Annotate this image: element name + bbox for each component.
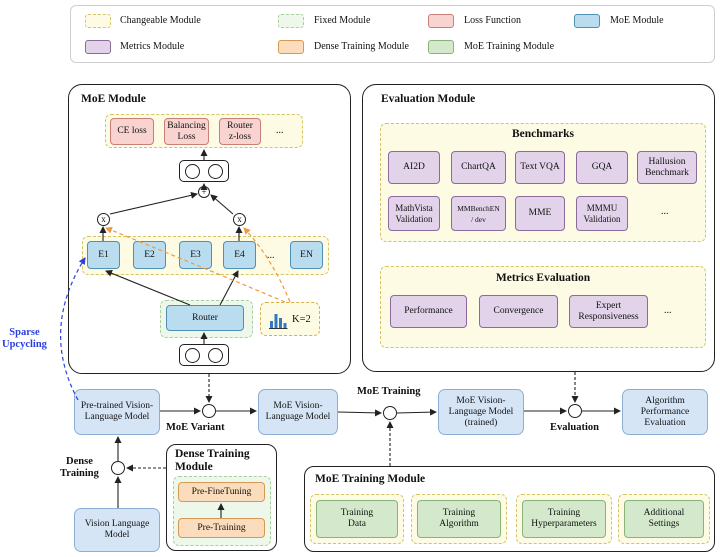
training-algorithm: Training Algorithm: [417, 500, 501, 538]
benchmark-chartqa: ChartQA: [451, 151, 506, 184]
input-circle: [208, 348, 223, 363]
pre-training: Pre-Training: [178, 518, 265, 538]
expert-e1: E1: [87, 241, 120, 269]
benchmark-hallusion: Hallusion Benchmark: [637, 151, 697, 184]
junction-evaluation: [568, 404, 582, 418]
topk-label: K=2: [292, 314, 311, 325]
metric-performance: Performance: [390, 295, 467, 328]
sparse-upcycling-label: Sparse Upcycling: [2, 327, 47, 350]
pretrained-vlm: Pre-trained Vision- Language Model: [74, 389, 160, 435]
legend-swatch-changeable: [85, 14, 111, 28]
legend-label: Metrics Module: [120, 41, 185, 52]
metric-ellipsis: ...: [664, 305, 672, 316]
moe-vlm-trained: MoE Vision- Language Model (trained): [438, 389, 524, 435]
expert-e2: E2: [133, 241, 166, 269]
loss-ellipsis: ...: [276, 125, 284, 136]
output-circle: [208, 164, 223, 179]
output-circle: [185, 164, 200, 179]
vision-language-model: Vision Language Model: [74, 508, 160, 552]
moe-training-module-title: MoE Training Module: [315, 473, 426, 485]
benchmark-mathvista: MathVista Validation: [388, 196, 440, 231]
legend-swatch-loss: [428, 14, 454, 28]
mult-node-e4: x: [233, 213, 246, 226]
additional-settings: Additional Settings: [624, 500, 704, 538]
algorithm-performance-evaluation: Algorithm Performance Evaluation: [622, 389, 708, 435]
legend-label: Changeable Module: [120, 15, 201, 26]
benchmark-textvqa: Text VQA: [515, 151, 565, 184]
router-z-loss: Router z-loss: [219, 118, 261, 145]
balancing-loss: Balancing Loss: [164, 118, 209, 145]
junction-dense-training: [111, 461, 125, 475]
legend-label: MoE Training Module: [464, 41, 555, 52]
legend-swatch-moe: [574, 14, 600, 28]
benchmark-mme: MME: [515, 196, 565, 231]
expert-ellipsis: ...: [267, 250, 275, 261]
legend-swatch-dense: [278, 40, 304, 54]
legend-swatch-metrics: [85, 40, 111, 54]
benchmark-mmbench: MMBenchEN / dev: [451, 196, 506, 231]
evaluation-module-title: Evaluation Module: [381, 93, 476, 105]
legend: Changeable Module Fixed Module Loss Func…: [70, 5, 715, 63]
moe-training-label: MoE Training: [357, 386, 421, 397]
evaluation-label: Evaluation: [550, 422, 600, 433]
legend-label: MoE Module: [610, 15, 664, 26]
legend-label: Fixed Module: [314, 15, 371, 26]
moe-variant-label: MoE Variant: [166, 422, 225, 433]
expert-en: EN: [290, 241, 323, 269]
legend-swatch-fixed: [278, 14, 304, 28]
metrics-title: Metrics Evaluation: [495, 272, 591, 284]
moe-vlm: MoE Vision- Language Model: [258, 389, 338, 435]
router: Router: [166, 305, 244, 331]
ce-loss: CE loss: [110, 118, 154, 145]
benchmark-gqa: GQA: [576, 151, 628, 184]
mult-node-e1: x: [97, 213, 110, 226]
benchmark-mmmu: MMMU Validation: [576, 196, 628, 231]
topk-box: [260, 302, 320, 336]
benchmark-ellipsis: ...: [661, 206, 669, 217]
junction-moe-variant: [202, 404, 216, 418]
benchmark-ai2d: AI2D: [388, 151, 440, 184]
training-hyperparameters: Training Hyperparameters: [522, 500, 606, 538]
expert-e3: E3: [179, 241, 212, 269]
metric-expert-responsiveness: Expert Responsiveness: [569, 295, 648, 328]
pre-finetuning: Pre-FineTuning: [178, 482, 265, 502]
training-data: Training Data: [316, 500, 398, 538]
benchmarks-title: Benchmarks: [512, 128, 574, 140]
bar-chart-icon: [268, 310, 288, 330]
junction-moe-training: [383, 406, 397, 420]
metric-convergence: Convergence: [479, 295, 558, 328]
legend-label: Dense Training Module: [314, 41, 409, 52]
input-circle: [185, 348, 200, 363]
expert-e4: E4: [223, 241, 256, 269]
legend-swatch-moetrain: [428, 40, 454, 54]
dense-training-module-title: Dense Training Module: [175, 448, 250, 473]
dense-training-label: Dense Training: [60, 456, 99, 479]
sum-node: +: [198, 186, 210, 198]
legend-label: Loss Function: [464, 15, 521, 26]
moe-module-title: MoE Module: [81, 93, 146, 105]
